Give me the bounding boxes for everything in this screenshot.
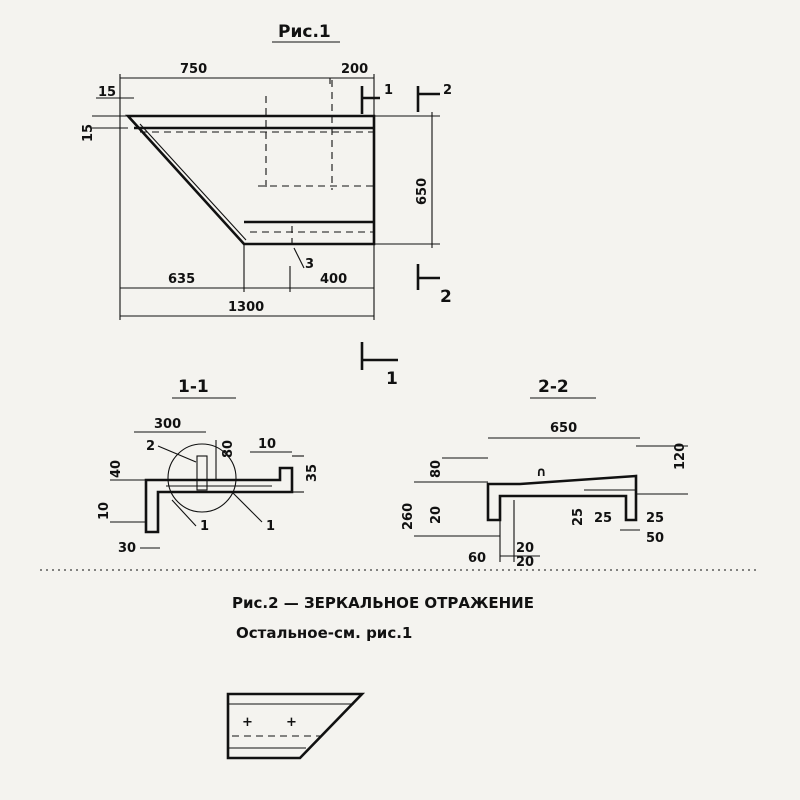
callout-2-leader bbox=[157, 445, 197, 463]
section-1-1-title: 1-1 bbox=[178, 377, 209, 397]
dim-40: 40 bbox=[109, 460, 124, 478]
dim-200: 200 bbox=[341, 62, 368, 77]
figure-2-outline bbox=[226, 692, 366, 760]
dim-10-top: 10 bbox=[258, 437, 276, 452]
section-1-1: 1-1 300 2 80 10 35 40 10 30 1 1 bbox=[97, 377, 320, 556]
callout-3: 3 bbox=[305, 257, 314, 272]
callout-2: 2 bbox=[146, 439, 155, 454]
dim-15-y: 15 bbox=[81, 124, 96, 142]
section-2-2: 2-2 ∩ 650 120 80 260 20 60 20 20 25 25 2… bbox=[401, 377, 688, 570]
dim-15-x: 15 bbox=[98, 85, 116, 100]
diagonal-inner-line bbox=[139, 123, 247, 241]
callout-3-leader bbox=[293, 247, 305, 269]
dim-635: 635 bbox=[168, 272, 195, 287]
dim-80-section22: 80 bbox=[429, 460, 444, 478]
section-1-1-detail-circle bbox=[167, 443, 237, 513]
dim-30: 30 bbox=[118, 541, 136, 556]
dim-650-section22: 650 bbox=[550, 421, 577, 436]
section-2-2-profile bbox=[486, 474, 638, 522]
figure-2-caption-line2: Остальное-см. рис.1 bbox=[236, 624, 412, 642]
figure-1-dimensions: 750 200 15 15 650 635 400 3 1300 bbox=[81, 62, 440, 320]
dim-50: 50 bbox=[646, 531, 664, 546]
marker-2-top-label: 2 bbox=[443, 83, 452, 98]
dim-60: 60 bbox=[468, 551, 486, 566]
dim-25-c: 25 bbox=[646, 511, 664, 526]
dim-650: 650 bbox=[415, 178, 430, 205]
figure-2: Рис.2 — ЗЕРКАЛЬНОЕ ОТРАЖЕНИЕ Остальное-с… bbox=[226, 594, 534, 760]
dim-400: 400 bbox=[320, 272, 347, 287]
figure-2-caption-line1: Рис.2 — ЗЕРКАЛЬНОЕ ОТРАЖЕНИЕ bbox=[232, 594, 534, 612]
dim-20-left: 20 bbox=[429, 506, 444, 524]
section-2-2-anchor: ∩ bbox=[536, 465, 547, 480]
dim-25-b: 25 bbox=[594, 511, 612, 526]
callout-1a: 1 bbox=[200, 519, 209, 534]
marker-1-top-label: 1 bbox=[384, 83, 393, 98]
dim-750: 750 bbox=[180, 62, 207, 77]
dim-1300: 1300 bbox=[228, 300, 264, 315]
figure-1: Рис.1 750 200 15 15 bbox=[81, 22, 452, 389]
figure-1-title: Рис.1 bbox=[278, 22, 331, 42]
section-2-2-title: 2-2 bbox=[538, 377, 569, 397]
figure-2-mark-left: + bbox=[242, 715, 253, 730]
dim-80-section11: 80 bbox=[221, 440, 236, 458]
dim-35: 35 bbox=[305, 464, 320, 482]
dim-120: 120 bbox=[673, 443, 688, 470]
callout-1a-leader bbox=[171, 499, 197, 527]
dim-25-a: 25 bbox=[571, 508, 586, 526]
callout-1b: 1 bbox=[266, 519, 275, 534]
dim-260: 260 bbox=[401, 503, 416, 530]
figure-2-mark-right: + bbox=[286, 715, 297, 730]
figure-1-outline bbox=[125, 80, 376, 250]
section-1-1-anchor bbox=[196, 455, 208, 491]
marker-1-bottom-label: 1 bbox=[386, 369, 398, 389]
slab-outline bbox=[125, 114, 376, 246]
dim-20-b: 20 bbox=[516, 555, 534, 570]
callout-1b-leader bbox=[231, 491, 263, 523]
marker-2-bottom-label: 2 bbox=[440, 287, 452, 307]
section-markers: 1 2 2 1 bbox=[360, 83, 452, 389]
dim-10-left: 10 bbox=[97, 502, 112, 520]
dim-20-a: 20 bbox=[516, 541, 534, 556]
dim-300: 300 bbox=[154, 417, 181, 432]
